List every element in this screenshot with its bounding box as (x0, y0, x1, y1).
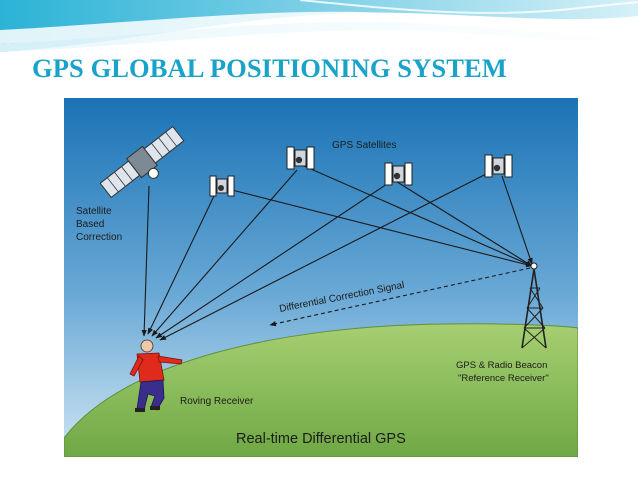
slide-title: GPS GLOBAL POSITIONING SYSTEM (32, 53, 507, 83)
roving-receiver-person-icon (129, 339, 183, 412)
satellite-correction-label-line2: Based (76, 219, 104, 230)
beacon-signal-lines (223, 165, 533, 268)
wave-decoration (0, 0, 638, 52)
dgps-diagram: GPS Satellites Satellite Based Correctio… (64, 98, 578, 457)
satellite-signal-lines (141, 169, 495, 341)
beacon-label-line2: "Reference Receiver" (458, 373, 549, 384)
roving-receiver-label: Roving Receiver (180, 396, 254, 407)
dgps-diagram-svg: GPS Satellites Satellite Based Correctio… (64, 98, 578, 457)
satellite-correction-label-line1: Satellite (76, 206, 112, 217)
radio-beacon-tower-icon (521, 262, 547, 349)
ground-hill (64, 323, 578, 457)
beacon-label-line1: GPS & Radio Beacon (456, 360, 547, 371)
gps-satellite-icon (209, 175, 235, 197)
diagram-caption: Real-time Differential GPS (236, 431, 406, 447)
gps-satellite-icon (484, 154, 513, 178)
slide-header-decoration (0, 0, 638, 70)
differential-correction-signal-line (269, 267, 531, 327)
correction-satellite-icon (99, 125, 185, 199)
gps-satellite-icon (384, 162, 413, 186)
satellites-label: GPS Satellites (332, 140, 396, 151)
satellite-correction-label-line3: Correction (76, 232, 122, 243)
gps-satellite-icon (286, 146, 315, 170)
